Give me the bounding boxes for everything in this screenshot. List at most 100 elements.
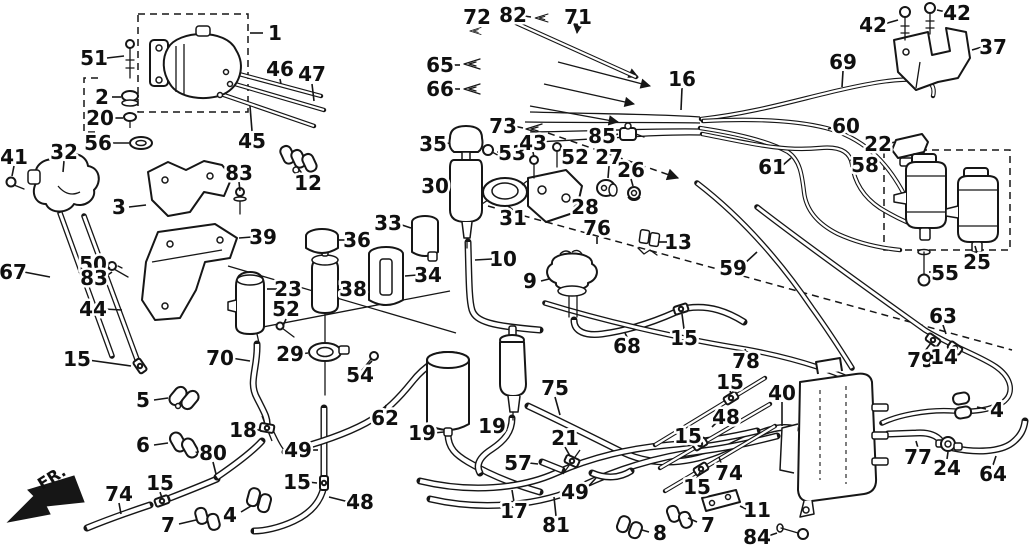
leader-line-67: [23, 271, 51, 278]
leader-line-68: [624, 332, 628, 338]
part-label-71: 71: [564, 5, 592, 29]
part-label-49: 49: [561, 480, 589, 504]
leader-line-7: [687, 517, 698, 523]
tube-63: [754, 204, 1013, 426]
tube-44: [81, 213, 141, 365]
part-label-52: 52: [561, 145, 589, 169]
leader-line-85: [612, 133, 619, 137]
clamp-5: [168, 385, 200, 411]
clamp-85: [619, 122, 645, 141]
fr-direction-arrow: FR.: [6, 462, 85, 523]
part-label-18: 18: [229, 418, 257, 442]
part-label-78: 78: [732, 349, 760, 373]
leader-line-41: [11, 165, 15, 177]
part-label-7: 7: [701, 513, 715, 537]
check-valve-center: [499, 325, 527, 421]
part-label-12: 12: [294, 171, 322, 195]
leader-line-47: [311, 83, 315, 102]
part-label-76: 76: [583, 216, 611, 240]
part-label-15: 15: [283, 470, 311, 494]
leader-line-84: [767, 532, 778, 537]
bolt-54: [361, 351, 379, 371]
tube-78: [542, 300, 869, 390]
part-label-64: 64: [979, 462, 1007, 486]
leader-line-11: [739, 505, 747, 510]
leader-line-74: [118, 502, 122, 515]
clip-13: [637, 229, 661, 256]
part-label-36: 36: [343, 228, 371, 252]
part-label-42: 42: [859, 13, 887, 37]
hose-77: [884, 429, 945, 445]
leader-line-4: [976, 406, 987, 410]
leader-line-32: [62, 160, 65, 173]
part-label-4: 4: [990, 398, 1004, 422]
bolt-84: [776, 523, 809, 540]
part-label-27: 27: [595, 145, 623, 169]
leader-line-17: [511, 489, 515, 503]
bracket-37: [893, 27, 971, 91]
leader-line-48: [711, 420, 719, 428]
leader-line-6: [153, 442, 169, 446]
part-label-43: 43: [519, 131, 547, 155]
part-label-79: 79: [907, 348, 935, 372]
bolt-50-83: [107, 261, 129, 278]
valve-assembly-1: [149, 25, 242, 100]
clamp-7-right: [665, 504, 693, 529]
leader-line-5: [153, 397, 169, 401]
leader-line-10: [474, 258, 493, 261]
fitting-24: [935, 436, 963, 452]
bolt-83-top: [233, 187, 247, 215]
part-label-29: 29: [276, 342, 304, 366]
leader-line-83: [104, 271, 113, 278]
tube-to-tank-b: [657, 401, 773, 471]
leader-line-79: [924, 342, 932, 352]
part-label-83: 83: [80, 266, 108, 290]
leader-line-63: [942, 324, 947, 335]
part-label-30: 30: [421, 174, 449, 198]
part-label-55: 55: [931, 261, 959, 285]
part-label-80: 80: [199, 441, 227, 465]
part-label-75: 75: [541, 376, 569, 400]
part-label-52: 52: [272, 297, 300, 321]
part-label-39: 39: [249, 225, 277, 249]
leader-line-81: [553, 496, 557, 517]
clip-66: [463, 83, 481, 95]
leader-line-78: [744, 348, 747, 353]
insert-arrow: [529, 105, 620, 126]
leader-line-15: [693, 440, 699, 444]
leader-line-15: [729, 390, 732, 395]
part-label-1: 1: [268, 21, 282, 45]
part-label-15: 15: [683, 475, 711, 499]
part-label-9: 9: [523, 269, 537, 293]
part-label-15: 15: [63, 347, 91, 371]
grommet-56: [129, 136, 153, 150]
part-label-35: 35: [419, 132, 447, 156]
part-label-32: 32: [50, 140, 78, 164]
part-label-7: 7: [161, 513, 175, 537]
leader-line-16: [680, 87, 683, 111]
part-label-50: 50: [79, 252, 107, 276]
screw-41: [5, 176, 25, 190]
leader-line-8: [641, 529, 650, 533]
clip-65: [463, 58, 481, 70]
part-label-5: 5: [136, 388, 150, 412]
holder-29: [308, 342, 350, 396]
leader-line-38: [338, 288, 343, 291]
leader-line-69: [841, 70, 844, 88]
leader-line-51: [106, 55, 125, 59]
leader-line-61: [782, 157, 792, 166]
leader-line-58: [849, 159, 855, 163]
pipe-61: [697, 125, 903, 253]
leader-line-15: [87, 359, 132, 367]
leader-line-26: [630, 178, 634, 187]
part-label-17: 17: [500, 499, 528, 523]
clamp-8: [615, 515, 643, 540]
leader-line-15: [307, 481, 318, 484]
part-label-59: 59: [719, 256, 747, 280]
leader-line-33: [398, 223, 412, 229]
leader-line-15: [696, 471, 701, 479]
part-label-33: 33: [374, 211, 402, 235]
grommet-27: [596, 179, 618, 197]
